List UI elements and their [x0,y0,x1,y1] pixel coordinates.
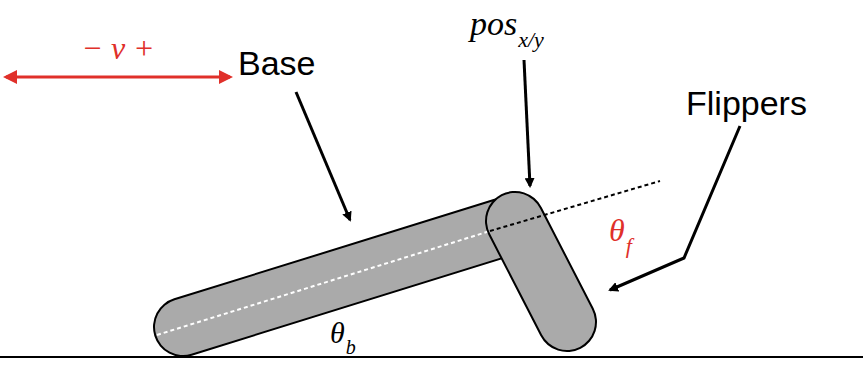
subscript: b [346,336,356,358]
subscript: f [626,233,632,258]
base-angle: θb [330,316,356,351]
flippers-leader [610,126,740,290]
velocity-label: − v + [81,30,154,67]
subscript: x/y [518,27,544,52]
base-axis [157,231,490,335]
position-symbol: posx/y [470,4,544,43]
flipper-body [515,221,567,322]
velocity-arrow [6,76,230,79]
base-angle: θ [330,316,345,349]
axis-extension [490,181,660,231]
pos-leader [524,60,530,186]
part-label: Flippers [686,84,807,122]
position-symbol: pos [470,5,517,42]
part-label: Base [238,44,316,83]
part-label: Flippers [686,84,807,123]
base-leader [296,92,350,220]
ground-line [0,356,863,358]
flipper-angle: θ [609,212,625,248]
flipper-outline [515,221,567,322]
velocity-label: − v + [81,30,154,66]
part-label: Base [238,44,316,82]
flipper-angle: θf [609,212,632,249]
